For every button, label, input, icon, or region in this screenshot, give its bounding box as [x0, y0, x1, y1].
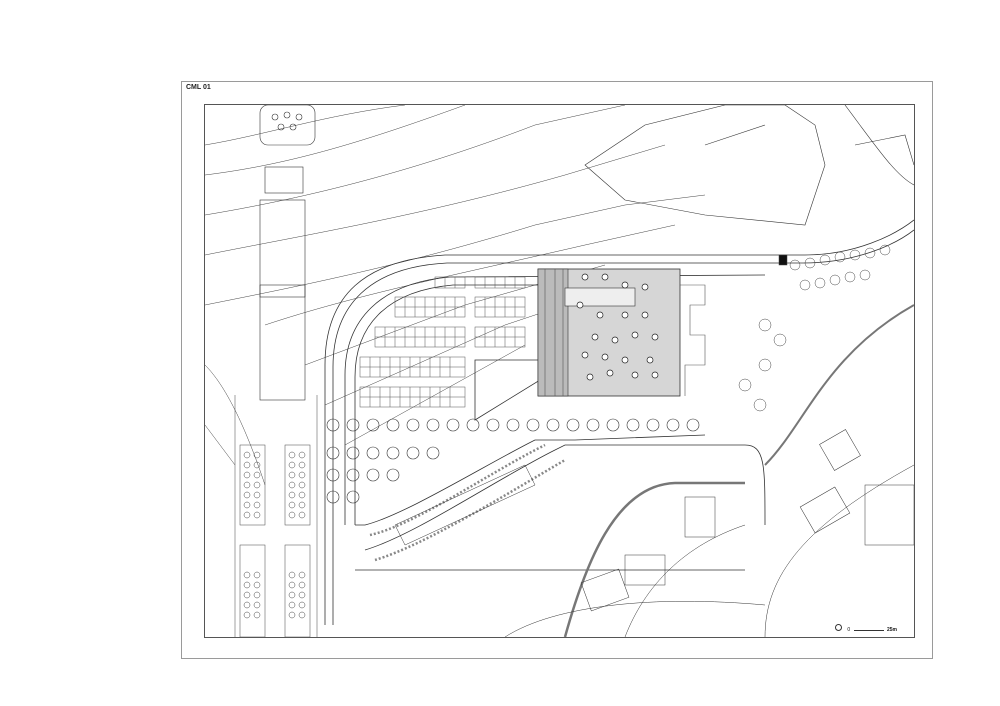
- scale-end-label: 25m: [886, 627, 897, 633]
- lower-curved-road: [563, 304, 914, 637]
- scale-bar: 0 25m: [835, 624, 897, 633]
- site-plan: 0 25m: [204, 104, 915, 638]
- north-arrow-icon: [835, 624, 842, 631]
- parking-grid: [359, 276, 526, 408]
- scale-bar-line: [853, 630, 884, 631]
- triangular-wedge: [474, 359, 541, 421]
- site-plan-drawing: [205, 105, 914, 637]
- main-road: [324, 219, 914, 625]
- scale-start-label: 0: [847, 627, 851, 633]
- contour-lines: [205, 105, 706, 486]
- tree-row: [326, 418, 700, 504]
- sheet-label: CML 01: [186, 84, 211, 91]
- plaza: [537, 268, 706, 397]
- circular-plaza-feature: [259, 105, 316, 401]
- drawing-sheet: CML 01: [181, 81, 933, 659]
- lower-left-parking: [234, 395, 318, 637]
- residential-blocks: [504, 429, 914, 637]
- planted-slope-trees: [738, 244, 891, 412]
- ramp: [355, 434, 766, 571]
- upper-right-parcel: [584, 105, 914, 226]
